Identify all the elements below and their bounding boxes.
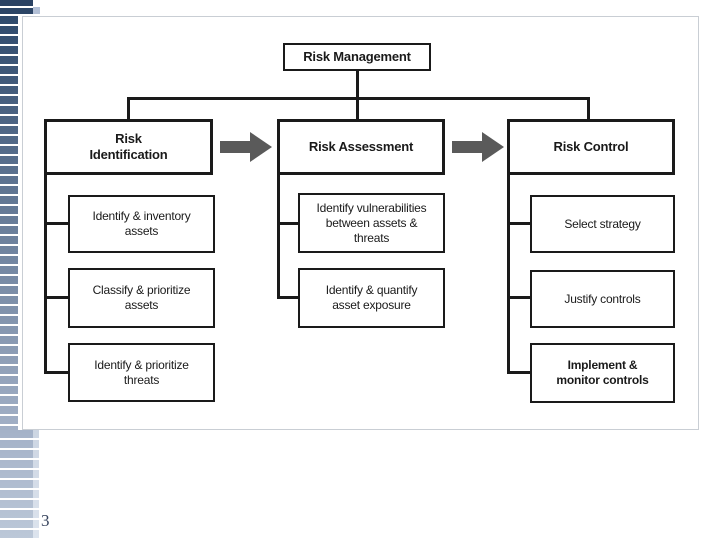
connector-horizontal-main [127,97,590,100]
connector-stub [507,371,530,374]
connector-stub [44,222,68,225]
identify-inventory-assets-box: Identify & inventory assets [68,195,215,253]
justify-controls-box: Justify controls [530,270,675,328]
risk-management-box: Risk Management [283,43,431,71]
connector-stub [277,222,298,225]
connector-drop-middle [356,100,359,119]
connector-stub [507,296,530,299]
risk-control-box: Risk Control [507,119,675,175]
connector-drop-right [587,100,590,119]
strip-bar-wide-top [0,8,33,14]
connector-drop-left [127,100,130,119]
identify-vulnerabilities-box: Identify vulnerabilities between assets … [298,193,445,253]
strip-bar-wide-top [0,0,33,6]
strip-accent-square [33,7,40,14]
implement-monitor-controls-box: Implement & monitor controls [530,343,675,403]
strip-bars-edge-light [33,430,39,540]
page-number: 3 [41,511,50,530]
connector-spine-middle [277,175,280,299]
identify-prioritize-threats-box: Identify & prioritize threats [68,343,215,402]
risk-identification-box: Risk Identification [44,119,213,175]
connector-stub [277,296,298,299]
risk-assessment-box: Risk Assessment [277,119,445,175]
connector-stub [507,222,530,225]
identify-quantify-exposure-box: Identify & quantify asset exposure [298,268,445,328]
connector-root-drop [356,71,359,97]
right-block-arrow-icon [452,132,504,162]
classify-prioritize-assets-box: Classify & prioritize assets [68,268,215,328]
connector-stub [44,371,68,374]
right-block-arrow-icon [220,132,272,162]
strip-bars-narrow [0,16,18,430]
connector-spine-left [44,175,47,374]
strip-bars-wide-bottom [0,430,33,540]
connector-spine-right [507,175,510,374]
connector-stub [44,296,68,299]
select-strategy-box: Select strategy [530,195,675,253]
